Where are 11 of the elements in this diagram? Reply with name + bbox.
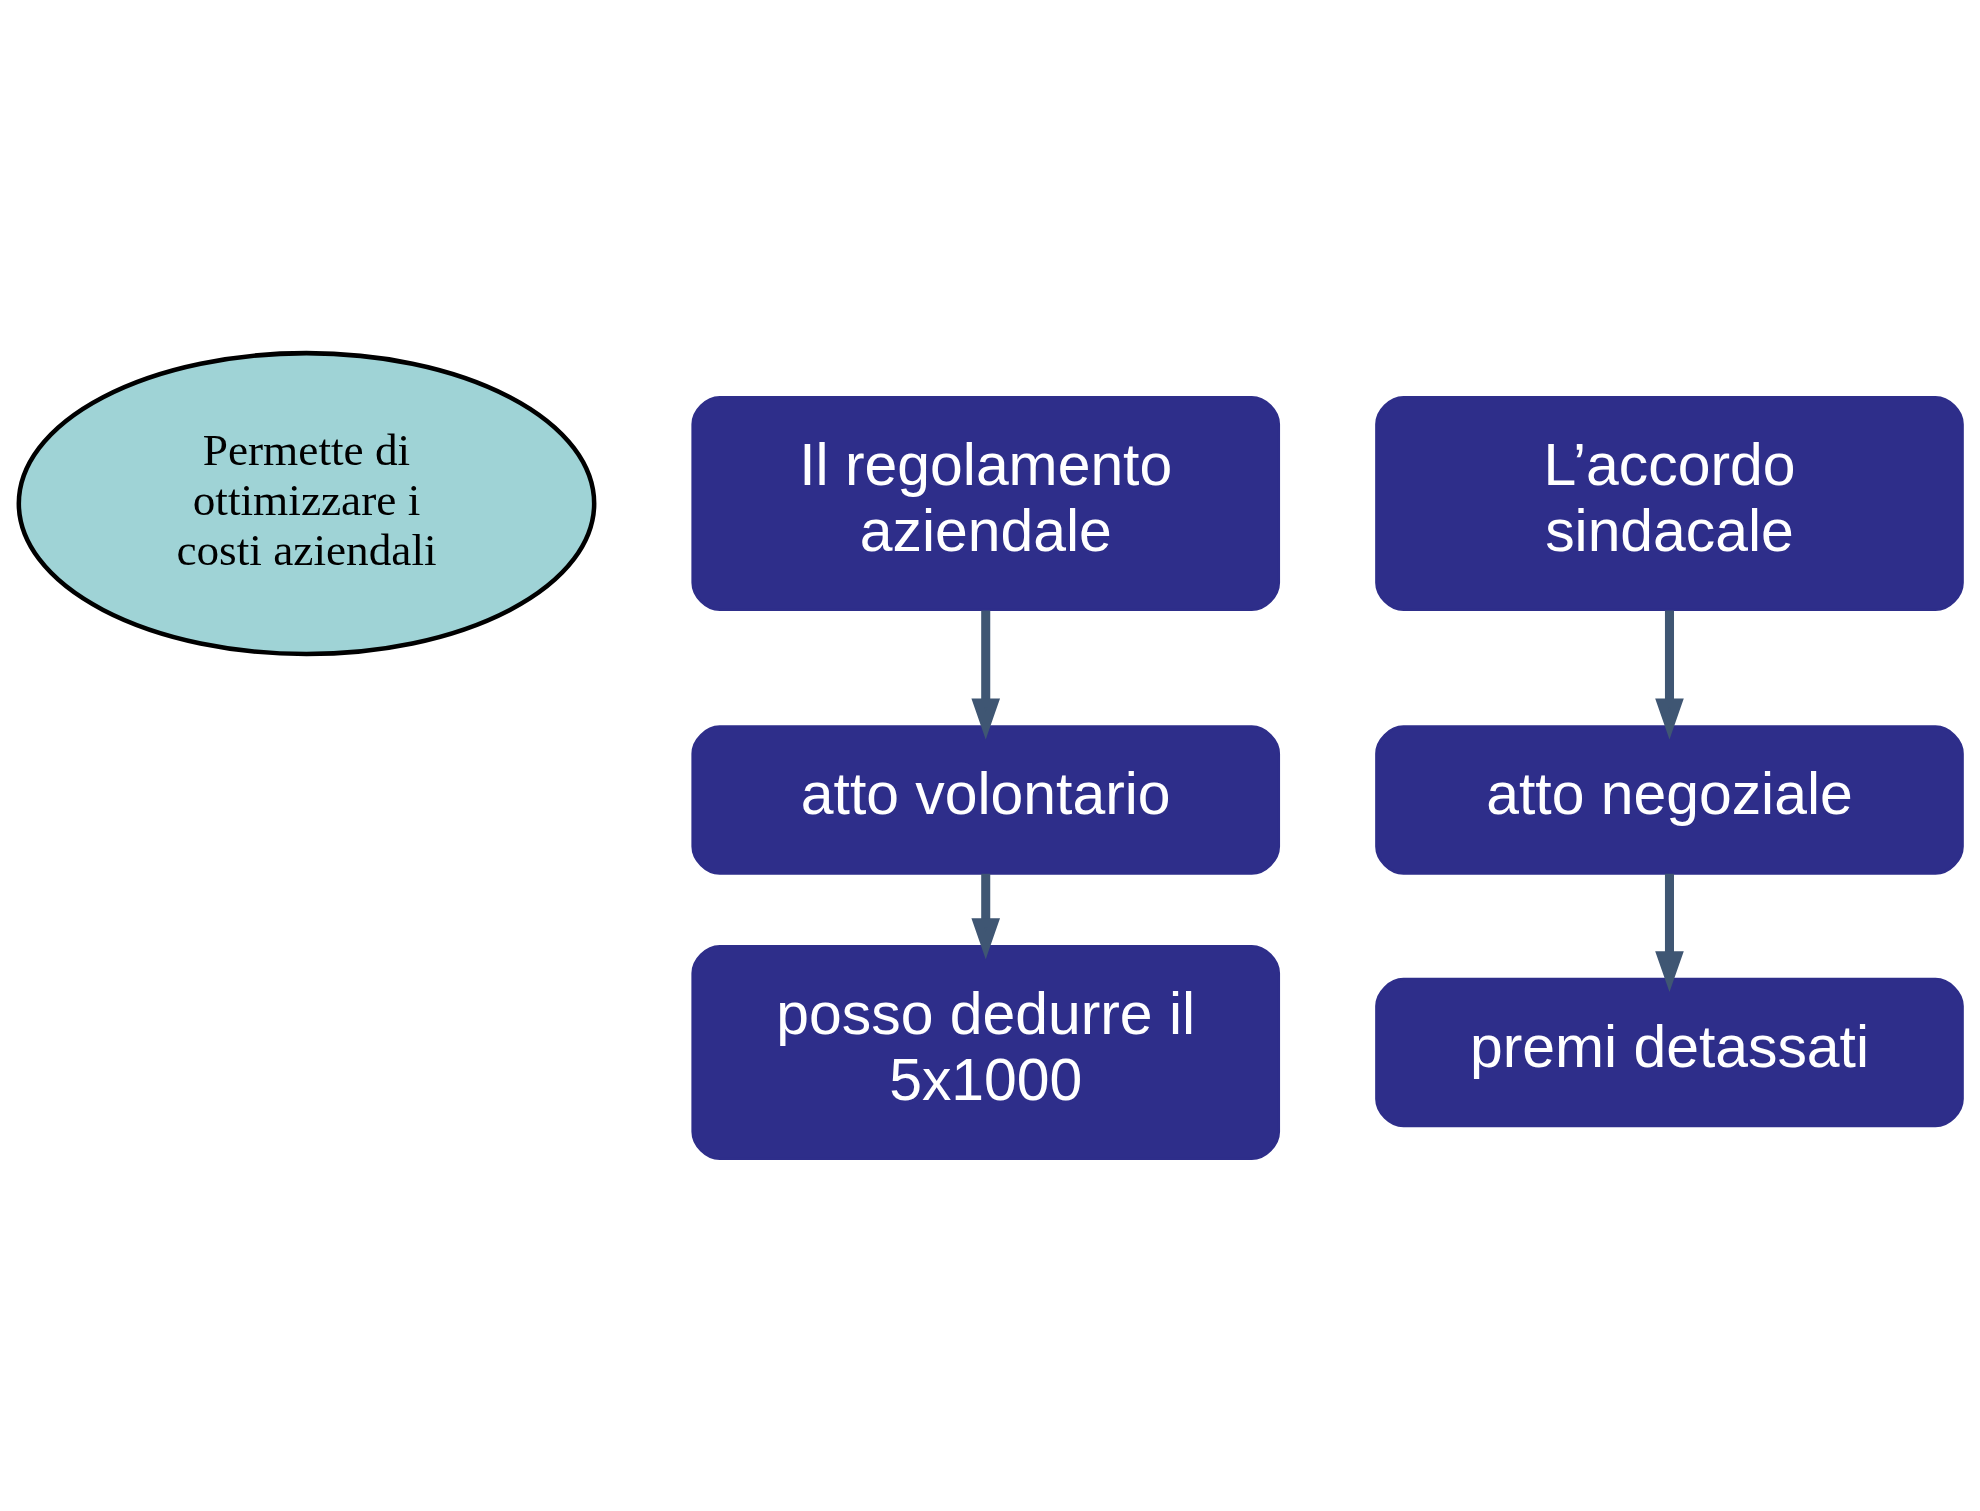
- node-box: posso dedurre il 5x1000: [690, 944, 1280, 1160]
- node-box: atto negoziale: [1374, 724, 1964, 875]
- node-box: premi detassati: [1374, 977, 1964, 1127]
- arrow: [970, 610, 1000, 739]
- arrow: [970, 873, 1000, 959]
- arrow: [1654, 610, 1684, 739]
- arrow: [1654, 873, 1684, 992]
- node-box: Il regolamento aziendale: [690, 395, 1280, 611]
- node-ellipse: Permette di ottimizzare i costi aziendali: [16, 350, 596, 656]
- node-box: L’accordo sindacale: [1374, 395, 1964, 611]
- node-box: atto volontario: [690, 724, 1280, 875]
